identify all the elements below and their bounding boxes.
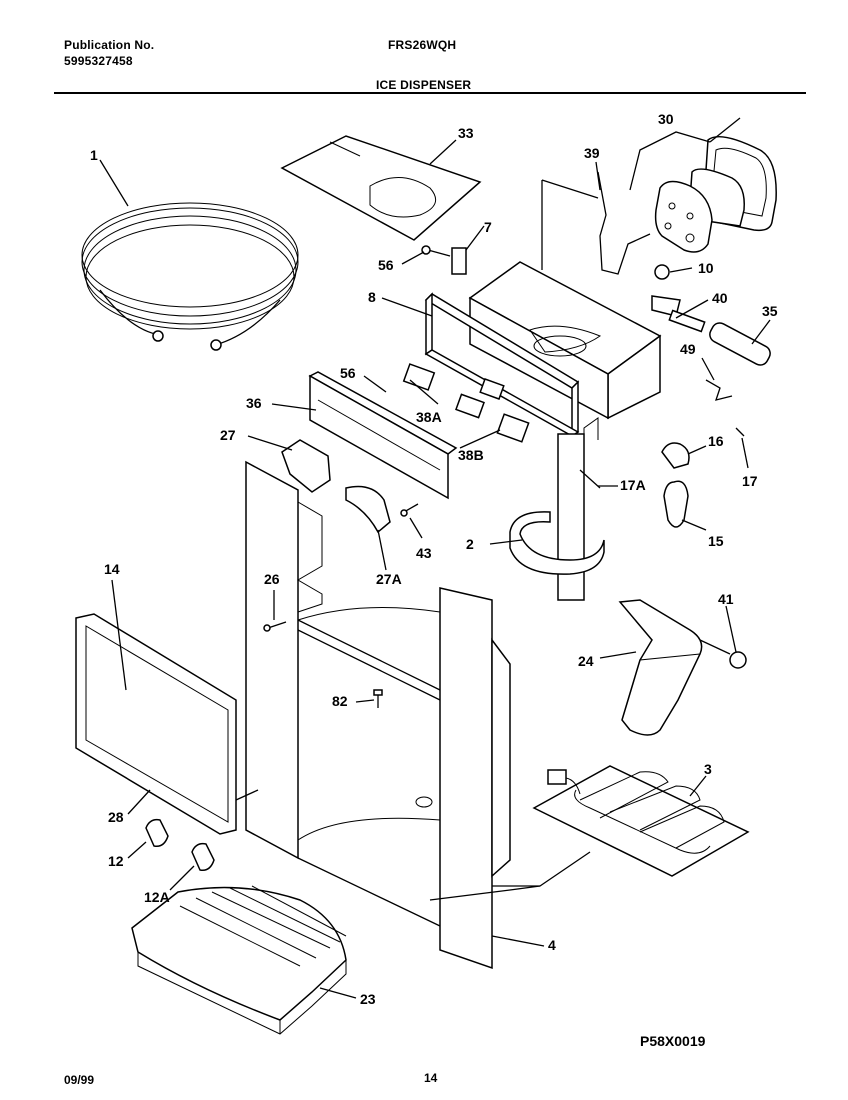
callout-36: 36 xyxy=(246,395,262,411)
model-number: FRS26WQH xyxy=(388,38,457,52)
ice-chute-column xyxy=(557,417,601,601)
callout-35: 35 xyxy=(762,303,778,319)
dispenser-paddle xyxy=(345,485,391,534)
section-title: ICE DISPENSER xyxy=(376,78,472,92)
drip-tray xyxy=(131,885,347,1035)
callout-33: 33 xyxy=(458,125,474,141)
callout-16: 16 xyxy=(708,433,724,449)
callout-26: 26 xyxy=(264,571,280,587)
callout-4: 4 xyxy=(548,937,556,953)
callout-39: 39 xyxy=(584,145,600,161)
actuator-bracket xyxy=(281,439,331,493)
callout-3: 3 xyxy=(704,761,712,777)
screw-82 xyxy=(373,689,383,708)
callout-43: 43 xyxy=(416,545,432,561)
callout-7: 7 xyxy=(484,219,492,235)
page-number: 14 xyxy=(424,1071,438,1085)
callout-24: 24 xyxy=(578,653,594,669)
callout-10: 10 xyxy=(698,260,714,276)
solenoid-parts xyxy=(661,427,745,528)
heater-plate xyxy=(532,765,750,877)
callout-38B: 38B xyxy=(458,447,484,463)
callout-17A: 17A xyxy=(620,477,646,493)
rod-hardware xyxy=(651,264,771,401)
publication-number: 5995327458 xyxy=(64,54,133,68)
callout-2: 2 xyxy=(466,536,474,552)
callout-56-mid: 56 xyxy=(340,365,356,381)
publication-label: Publication No. xyxy=(64,38,155,52)
bracket-and-screw xyxy=(421,245,467,275)
callout-8: 8 xyxy=(368,289,376,305)
actuator-rod xyxy=(541,171,651,275)
callout-30: 30 xyxy=(658,111,674,127)
screw-43 xyxy=(400,503,419,517)
micro-switches xyxy=(402,363,530,443)
header-rule xyxy=(54,92,806,94)
screw-26 xyxy=(263,621,287,632)
callout-15: 15 xyxy=(708,533,724,549)
callout-38A: 38A xyxy=(416,409,442,425)
leader-lines xyxy=(99,139,771,999)
top-cover-plate xyxy=(280,135,482,241)
panel-clips xyxy=(145,818,215,872)
revision-date: 09/99 xyxy=(64,1073,95,1087)
callout-17: 17 xyxy=(742,473,758,489)
callout-12: 12 xyxy=(108,853,124,869)
callout-labels: 1 33 30 39 7 56 10 8 40 35 49 56 36 38A … xyxy=(90,111,778,1007)
ice-deflector xyxy=(618,599,747,736)
tubing-coil xyxy=(81,202,299,351)
front-panel xyxy=(308,371,458,500)
dispenser-frame xyxy=(424,292,580,438)
front-glass-panel xyxy=(75,613,259,835)
callout-1: 1 xyxy=(90,147,98,163)
callout-82: 82 xyxy=(332,693,348,709)
chute-collar xyxy=(509,511,605,575)
door-flap-assembly xyxy=(629,117,777,253)
callout-40: 40 xyxy=(712,290,728,306)
callout-27: 27 xyxy=(220,427,236,443)
callout-12A: 12A xyxy=(144,889,170,905)
figure-code: P58X0019 xyxy=(640,1033,706,1049)
lower-left-panel xyxy=(245,460,441,860)
callout-41: 41 xyxy=(718,591,734,607)
callout-23: 23 xyxy=(360,991,376,1007)
callout-56-top: 56 xyxy=(378,257,394,273)
callout-49: 49 xyxy=(680,341,696,357)
callout-28: 28 xyxy=(108,809,124,825)
callout-27A: 27A xyxy=(376,571,402,587)
callout-14: 14 xyxy=(104,561,120,577)
lower-right-panel xyxy=(297,587,511,970)
